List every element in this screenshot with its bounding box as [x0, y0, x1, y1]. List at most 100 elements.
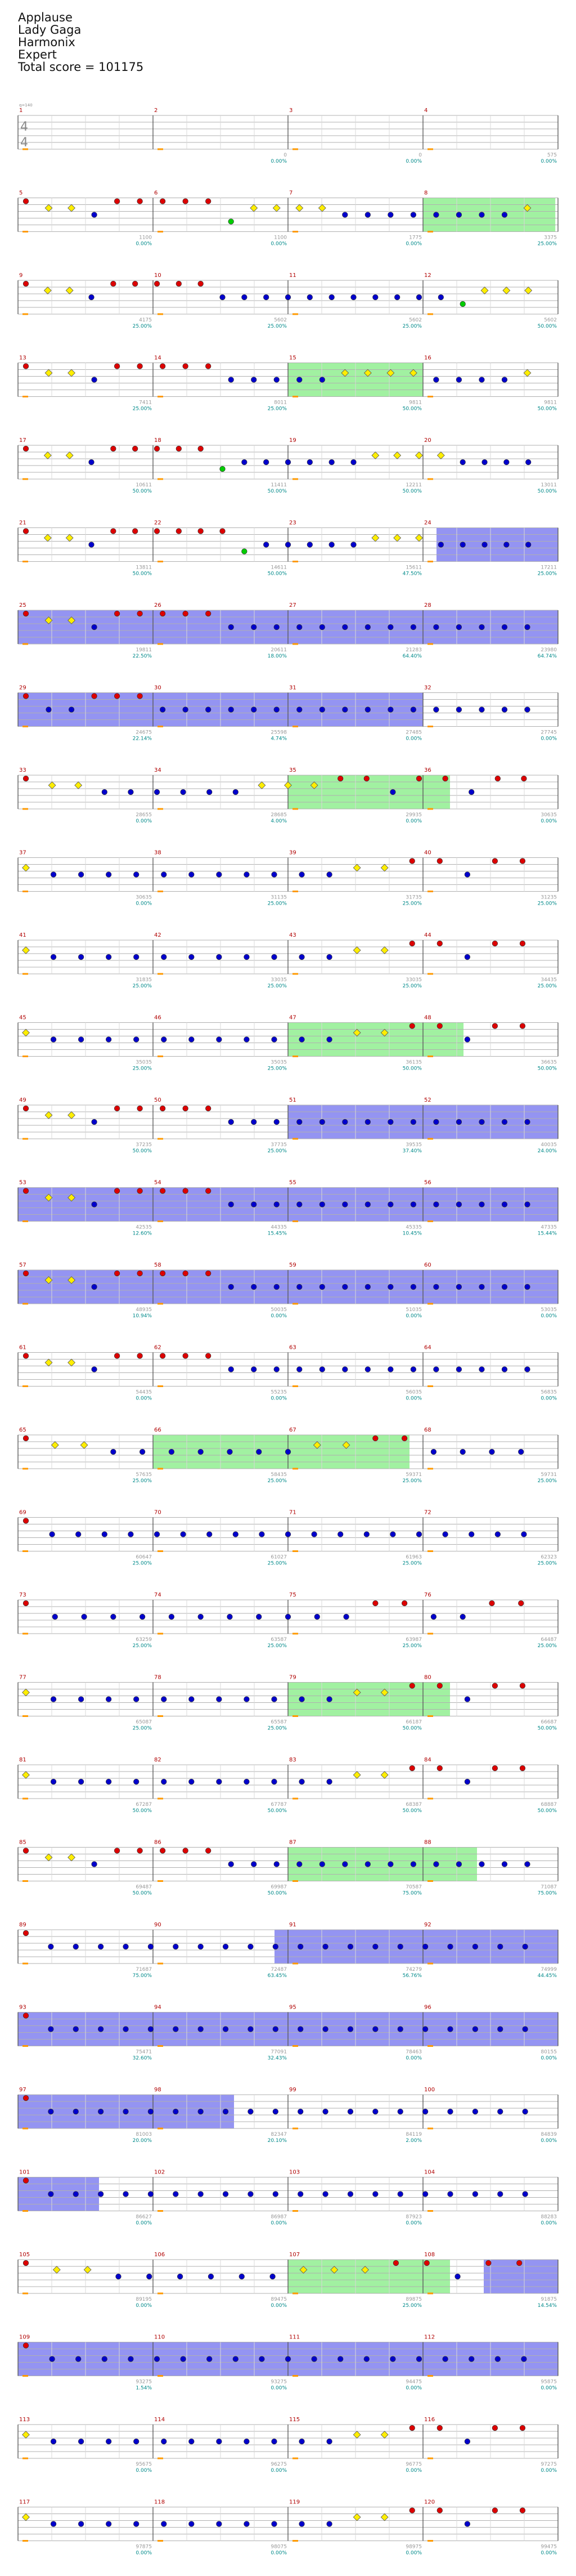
drum-note — [456, 212, 462, 218]
drum-note — [73, 2191, 79, 2197]
measure-number: 48 — [424, 1015, 431, 1021]
measure-percent: 0.00% — [136, 2303, 152, 2309]
measure-number: 1 — [19, 108, 22, 114]
drum-note — [422, 2108, 429, 2115]
measure-percent: 50.00% — [403, 1066, 422, 1072]
drum-note — [205, 363, 212, 369]
measure-score: 75471 — [136, 2050, 152, 2055]
drum-note — [251, 1201, 257, 1208]
drum-note — [433, 1366, 439, 1372]
drum-note — [48, 1943, 54, 1950]
measure-percent: 20.10% — [268, 2138, 287, 2144]
measure-number: 104 — [424, 2170, 435, 2176]
drum-note — [347, 2026, 354, 2032]
drum-note — [78, 954, 84, 960]
drum-note — [372, 2108, 379, 2115]
drum-note — [522, 2191, 528, 2197]
drum-note — [248, 1943, 254, 1950]
overdrive-region — [436, 527, 558, 562]
drum-note — [296, 1201, 303, 1208]
drum-note — [347, 2191, 354, 2197]
drum-note — [251, 706, 257, 713]
drum-note — [114, 693, 120, 699]
drum-note — [128, 2356, 134, 2362]
measure-percent: 0.00% — [136, 2468, 152, 2474]
measure-number: 52 — [424, 1097, 431, 1103]
drum-note — [91, 1119, 97, 1125]
measure-number: 81 — [19, 1757, 26, 1763]
drum-note — [182, 706, 188, 713]
drum-note — [50, 2438, 57, 2445]
measure-score: 31735 — [406, 895, 422, 901]
measure-percent: 0.00% — [271, 242, 287, 247]
cymbal-note — [371, 534, 380, 542]
drum-note — [176, 528, 182, 534]
measure-score: 57635 — [136, 1472, 152, 1478]
drum-note — [188, 2521, 195, 2527]
cymbal-note — [68, 1193, 75, 1202]
drum-note — [460, 542, 466, 548]
drum-note — [22, 280, 29, 287]
drum-note — [469, 789, 475, 795]
measure-score: 1100 — [274, 235, 287, 241]
drum-note — [273, 624, 280, 630]
drum-note — [472, 2108, 479, 2115]
drum-note — [326, 1778, 332, 1785]
drum-note — [106, 1036, 112, 1043]
drum-note — [524, 1283, 530, 1290]
measure-score: 34435 — [541, 977, 557, 983]
drum-note — [106, 1696, 112, 1702]
measure-percent: 0.00% — [271, 1313, 287, 1319]
drum-note — [114, 1353, 120, 1359]
drum-note — [147, 1943, 154, 1950]
drum-note — [390, 2356, 396, 2362]
measure-number: 60 — [424, 1262, 431, 1268]
drum-note — [519, 1023, 526, 1029]
drum-note — [22, 2260, 29, 2266]
measure-score: 31235 — [541, 895, 557, 901]
drum-note — [205, 1848, 212, 1854]
tempo-label: q=140 — [19, 103, 33, 108]
drum-note — [311, 1531, 317, 1537]
measure-score: 44335 — [271, 1225, 287, 1231]
drum-note — [522, 1943, 528, 1950]
measure-number: 84 — [424, 1757, 431, 1763]
drum-note — [456, 1201, 462, 1208]
drum-note — [182, 610, 188, 617]
star-power-region — [423, 198, 556, 232]
drum-note — [492, 1023, 498, 1029]
measure-score: 56835 — [541, 1390, 557, 1396]
drum-note — [409, 858, 415, 864]
drum-note — [97, 2191, 104, 2197]
measure-percent: 22.14% — [133, 736, 152, 742]
drum-note — [479, 1861, 485, 1867]
cymbal-note — [22, 1028, 30, 1037]
drum-note — [328, 294, 335, 301]
measure-percent: 0.00% — [541, 1396, 557, 1402]
measure-number: 23 — [289, 520, 296, 526]
drum-note — [342, 1861, 348, 1867]
drum-note — [436, 2425, 443, 2431]
measure-score: 89475 — [271, 2297, 287, 2302]
measure-number: 103 — [289, 2170, 300, 2176]
cymbal-note — [44, 616, 53, 624]
drum-note — [524, 1201, 530, 1208]
measure-score: 98075 — [271, 2544, 287, 2550]
measure-number: 25 — [19, 602, 26, 609]
drum-note — [251, 1119, 257, 1125]
drum-note — [271, 2438, 277, 2445]
cymbal-note — [22, 2431, 30, 2439]
drum-note — [271, 1778, 277, 1785]
drum-note — [188, 954, 195, 960]
measure-percent: 4.74% — [271, 736, 287, 742]
measure-number: 33 — [19, 767, 26, 773]
measure-number: 3 — [289, 108, 292, 114]
drum-note — [251, 624, 257, 630]
drum-note — [205, 198, 212, 204]
drum-note — [222, 2191, 229, 2197]
drum-note — [182, 198, 188, 204]
drum-note — [173, 2026, 179, 2032]
drum-note — [456, 1119, 462, 1125]
drum-note — [518, 1600, 524, 1607]
drum-note — [319, 624, 325, 630]
